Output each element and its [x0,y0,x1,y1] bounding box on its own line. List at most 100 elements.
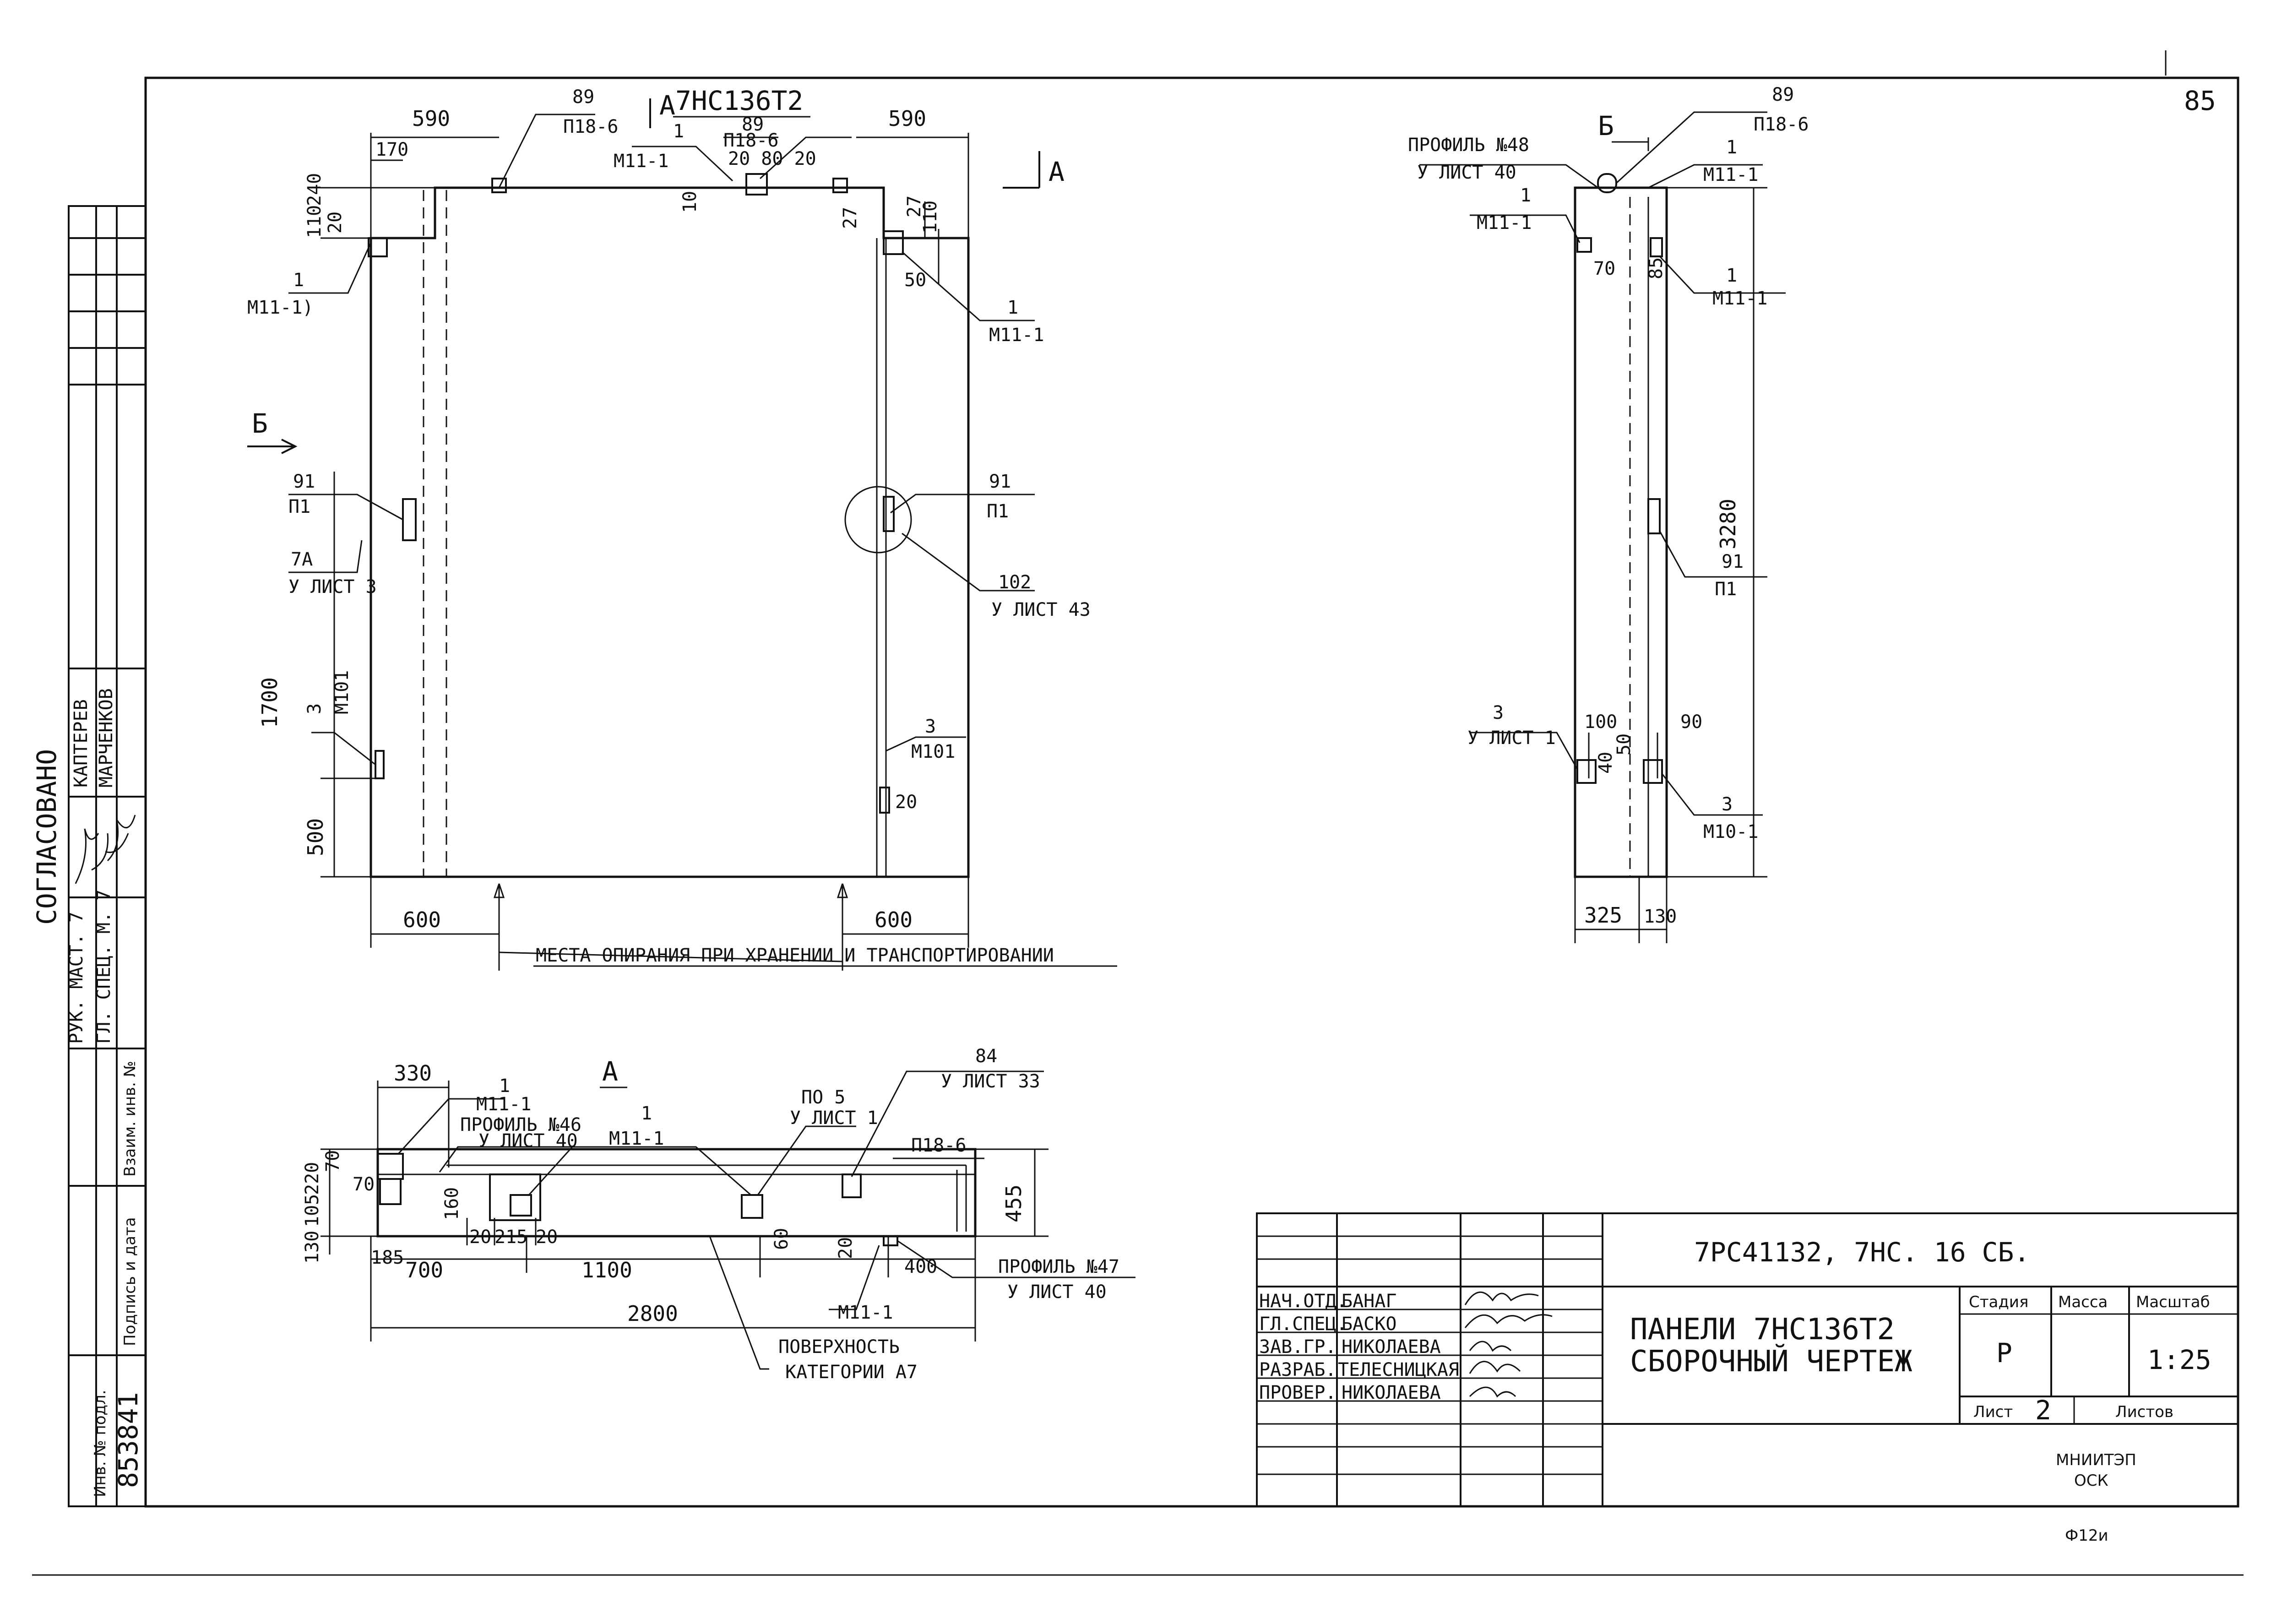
tb-role-4: РАЗРАБ. [1259,1359,1337,1380]
inventory-number: 853841 [113,1392,144,1488]
dim-20-top: 20 [325,212,346,234]
front-dim-lines [321,133,969,971]
plan-m11-b-num: 1 [641,1103,652,1124]
tb-name-2: БАСКО [1342,1314,1396,1335]
plan-dim-20c: 20 [835,1237,856,1259]
plan-dim-220: 220 [302,1162,323,1195]
p18-mid: П18-6 [723,130,778,151]
plan-dim-60: 60 [771,1228,792,1250]
side-dim-40: 40 [1595,752,1616,774]
plan-surface: ПОВЕРХНОСТЬ [778,1336,900,1358]
dim-top-left: 590 [412,106,450,131]
p18-left: П18-6 [563,116,618,137]
sheet-label: Лист [1973,1403,2013,1421]
m101-left: М101 [331,670,353,714]
mass-header: Масса [2058,1293,2108,1311]
dim-20-right: 20 [895,792,917,813]
front-section-b: Б [252,408,268,439]
side-sheet1: У ЛИСТ 1 [1467,728,1556,749]
side-m11-b-num: 1 [1520,185,1531,206]
title-line-1: ПАНЕЛИ 7НС136Т2 [1630,1313,1895,1347]
dim-bottom-left: 600 [403,907,441,932]
front-section-a-right: А [1049,156,1065,187]
side-dim-100: 100 [1584,712,1617,733]
tb-role-3: ЗАВ.ГР. [1259,1336,1337,1358]
plan-sheet33-num: 84 [975,1046,997,1067]
dim-500: 500 [303,818,328,856]
front-view [368,173,970,878]
side-dim-70: 70 [1593,258,1615,279]
side-m11-a: М11-1 [1703,164,1758,185]
side-m10: М10-1 [1703,821,1758,842]
m11-top: М11-1 [614,151,668,172]
side-name-2: МАРЧЕНКОВ [96,688,117,788]
dim-bottom-right: 600 [875,907,913,932]
tb-signatures [1464,1291,1553,1398]
plan-category: КАТЕГОРИИ А7 [785,1362,918,1383]
plan-profile47: ПРОФИЛЬ №47 [998,1256,1119,1277]
p18-left-num: 89 [572,87,594,108]
p1-left-num: 91 [293,471,315,492]
side-role-1: РУК. МАСТ. 7 [66,912,87,1044]
tb-name-1: БАНАГ [1342,1291,1396,1312]
side-leaders [1419,111,1786,816]
stage-value: Р [1996,1337,2012,1369]
scale-header: Масштаб [2136,1293,2210,1311]
dim-10: 10 [679,191,701,213]
stage-header: Стадия [1969,1293,2028,1311]
side-p1-num: 91 [1722,551,1744,572]
drawing-code: 7РС41132, 7НС. 16 СБ. [1694,1237,2030,1268]
plan-dim-20b: 20 [536,1227,558,1248]
plan-m11-a: М11-1 [476,1094,531,1115]
sheet3-num: 7А [291,549,313,570]
title-block [1256,1212,2239,1507]
sheet3-ref: У ЛИСТ 3 [288,576,377,597]
side-dim-lines [1574,137,1767,943]
tb-role-5: ПРОВЕР. [1259,1382,1337,1403]
support-note: МЕСТА ОПИРАНИЯ ПРИ ХРАНЕНИИ И ТРАНСПОРТИ… [536,945,1054,966]
plan-dim-215: 215 [494,1227,527,1248]
m11-left: М11-1) [247,297,314,318]
dim-110-right: 110 [920,201,941,234]
dim-27-a: 27 [904,196,925,217]
side-signature-1 [75,828,129,884]
tb-name-4: ТЕЛЕСНИЦКАЯ [1338,1359,1459,1380]
side-sheet40: У ЛИСТ 40 [1417,162,1516,183]
field-signature-date: Подпись и дата [121,1217,139,1346]
plan-dim-105: 105 [302,1194,323,1227]
side-dim-50: 50 [1614,733,1635,755]
side-m11-b: М11-1 [1477,212,1532,234]
side-dim-90: 90 [1680,712,1702,733]
side-p1: П1 [1715,579,1737,600]
plan-dim-130: 130 [302,1231,323,1264]
m11-right: М11-1 [989,325,1044,346]
dim-50: 50 [904,270,926,291]
sheet43-num: 102 [998,572,1031,593]
plan-sheet33: У ЛИСТ 33 [941,1071,1040,1092]
tb-role-1: НАЧ.ОТД. [1259,1291,1347,1312]
approval-panel [68,205,147,1507]
dim-3280: 3280 [1716,499,1740,549]
m101-right: М101 [911,741,955,762]
tb-role-2: ГЛ.СПЕЦ. [1259,1314,1347,1335]
plan-m11-c: М11-1 [838,1302,893,1323]
page-number: 85 [2184,85,2216,116]
m11-right-num: 1 [1007,297,1018,318]
org-line-2: ОСК [2074,1472,2108,1490]
dim-offset-170: 170 [375,139,408,160]
plan-dim-455: 455 [1001,1184,1026,1222]
org-line-1: МНИИТЭП [2056,1451,2136,1469]
p1-right: П1 [987,501,1009,522]
title-line-2: СБОРОЧНЫЙ ЧЕРТЕЖ [1630,1344,1912,1379]
dim-top-right: 590 [888,106,926,131]
tb-name-3: НИКОЛАЕВА [1342,1336,1441,1358]
front-section-marks [247,98,1040,454]
side-sheet1-num: 3 [1493,702,1504,723]
plan-sheet40b: У ЛИСТ 40 [1007,1282,1107,1303]
m101-left-num: 3 [304,703,325,714]
sheets-label: Листов [2115,1403,2173,1421]
plan-profile46: ПРОФИЛЬ №46 [460,1114,581,1135]
scale-value: 1:25 [2147,1344,2211,1375]
side-section-b: Б [1598,110,1614,141]
plan-dim-70b: 70 [353,1174,375,1195]
